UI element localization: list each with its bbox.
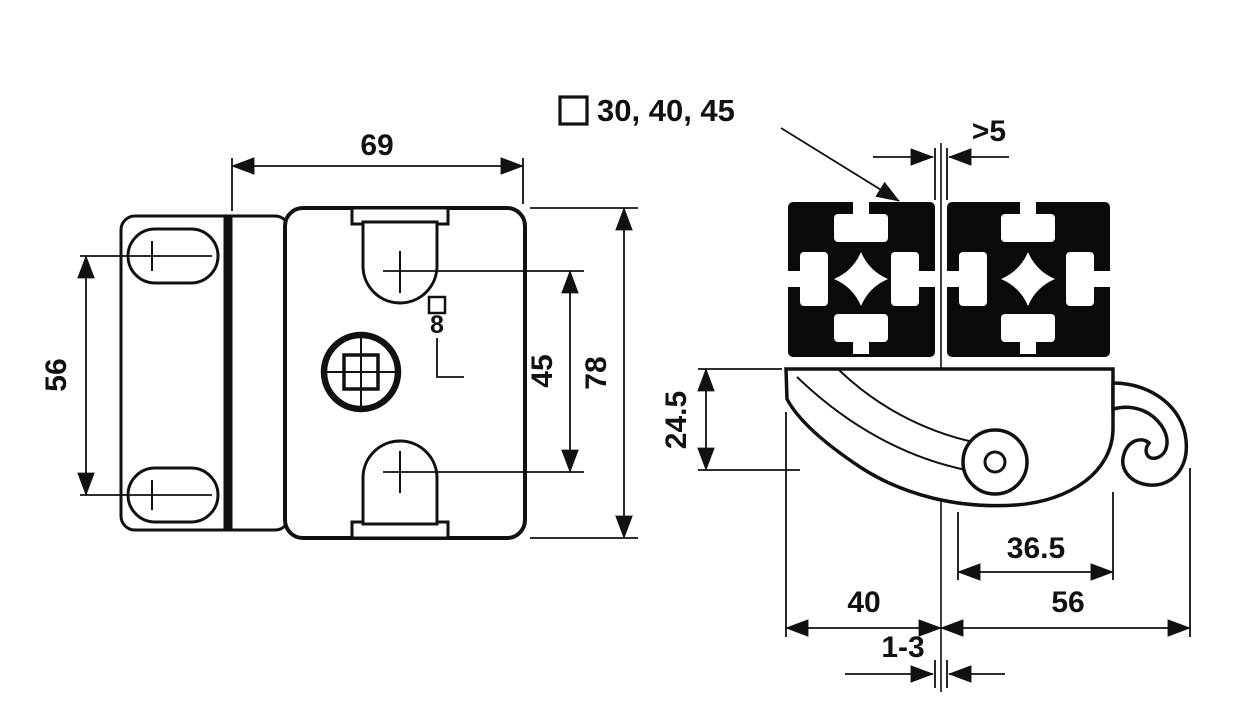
square-hole-leader [436, 338, 464, 378]
dim-gap-bottom: 1-3 [845, 631, 1005, 688]
profile-sizes-value: 30, 40, 45 [597, 93, 735, 128]
pivot-pin [983, 450, 1007, 474]
tab-bottom [350, 439, 450, 540]
dim-width-69-value: 69 [360, 129, 393, 162]
cam-edge-upper [837, 368, 974, 443]
profile-left-half [788, 202, 935, 357]
latch-side-view [784, 367, 1189, 508]
profile-note-leader [780, 127, 900, 202]
dim-hook-offset: 36.5 [957, 492, 1114, 581]
dim-holes-56: 56 [40, 255, 212, 496]
dim-tabs-45: 45 [383, 270, 584, 473]
dim-latch-height: 24.5 [660, 368, 800, 471]
square-hole-value: 8 [430, 311, 444, 339]
dim-width-69: 69 [231, 129, 524, 211]
dim-right-56-value: 56 [1051, 586, 1084, 619]
profile-right-half [947, 202, 1110, 357]
cam-edge-lower [796, 376, 967, 471]
dim-height-78-value: 78 [580, 356, 613, 389]
side-view: 30, 40, 45 [558, 93, 1191, 692]
latch-hook [1111, 381, 1189, 487]
center-boss [320, 331, 402, 413]
profile-size-note: 30, 40, 45 [558, 93, 900, 202]
square-profile-symbol [558, 95, 589, 126]
tab-top [350, 206, 450, 305]
dim-tabs-45-value: 45 [526, 354, 559, 387]
square-hole-callout: 8 [427, 295, 464, 378]
dim-left-40-value: 40 [847, 586, 880, 619]
dim-height-78: 78 [530, 207, 638, 539]
latch-body [784, 367, 1115, 508]
core-channel-right [1001, 252, 1055, 306]
core-channel-left [834, 252, 888, 306]
dim-gap-bottom-value: 1-3 [881, 631, 924, 664]
dim-gap-top: >5 [873, 115, 1009, 200]
dim-hook-offset-value: 36.5 [1007, 532, 1065, 565]
dim-gap-top-value: >5 [972, 115, 1006, 148]
dim-holes-56-value: 56 [40, 358, 73, 391]
dim-bottom-widths: 40 56 [785, 412, 1191, 637]
dim-latch-height-value: 24.5 [660, 391, 693, 449]
front-view: 8 69 56 45 78 [40, 129, 638, 540]
square-symbol [427, 295, 447, 315]
